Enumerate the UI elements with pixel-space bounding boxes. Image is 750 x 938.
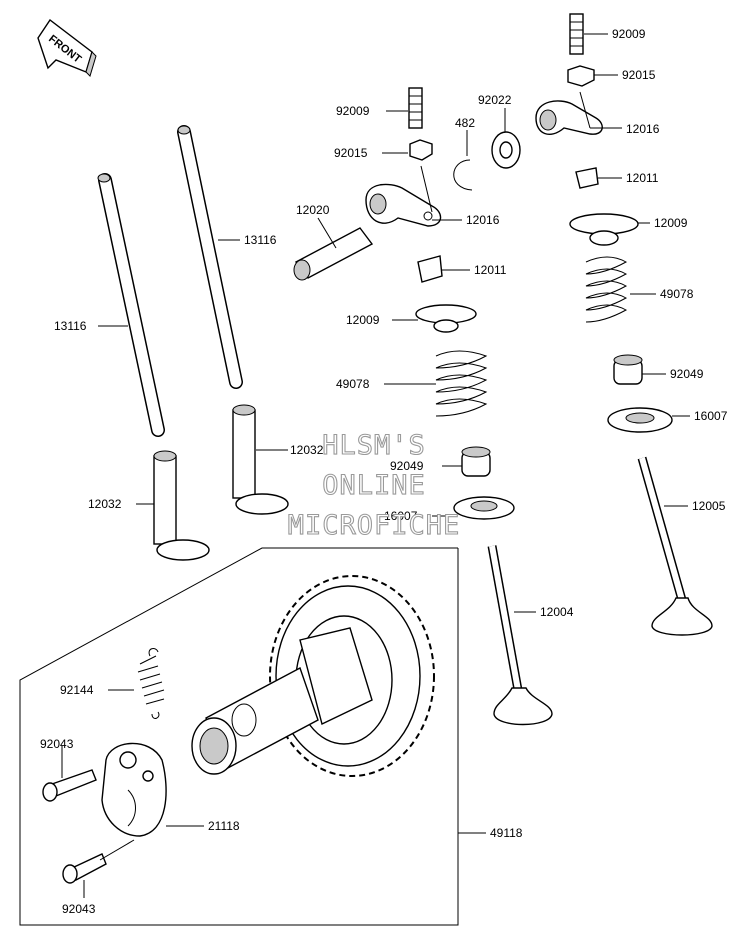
- label-12020: 12020: [296, 203, 330, 217]
- intake-valve: [487, 545, 553, 726]
- label-12009-right: 12009: [654, 216, 688, 230]
- adjusting-screw-mid: [408, 87, 423, 129]
- label-12005: 12005: [692, 499, 726, 513]
- collet-mid: [417, 255, 443, 283]
- governor-plate: [101, 742, 167, 837]
- adjusting-screw-top: [569, 13, 584, 55]
- label-13116-right: 13116: [244, 233, 277, 247]
- spring-seat-right: [607, 407, 673, 433]
- label-92015-top: 92015: [622, 68, 656, 82]
- spring-retainer-right: [569, 213, 639, 246]
- label-16007-mid: 16007: [384, 509, 418, 523]
- bolt-top: [42, 769, 97, 802]
- spring-retainer-mid: [415, 304, 477, 333]
- thrust-washer: [491, 131, 521, 169]
- label-92049-right: 92049: [670, 367, 704, 381]
- label-92009-mid: 92009: [336, 104, 370, 118]
- part-labels: 92009 92015 92022 482 12016 92009 92015 …: [40, 27, 728, 916]
- label-92043-bottom: 92043: [62, 902, 96, 916]
- label-13116-left: 13116: [54, 319, 87, 333]
- bolt-bottom: [62, 853, 107, 884]
- front-arrow-badge: FRONT: [37, 18, 97, 77]
- label-92049-mid: 92049: [390, 459, 424, 473]
- collet-top: [575, 167, 599, 189]
- label-92144: 92144: [60, 683, 94, 697]
- tappet-right: [232, 404, 289, 515]
- push-rod-left: [97, 173, 165, 437]
- valve-spring-right: [585, 256, 628, 323]
- label-12016-top: 12016: [626, 122, 660, 136]
- label-12004: 12004: [540, 605, 574, 619]
- label-49078-mid: 49078: [336, 377, 370, 391]
- label-92022: 92022: [478, 93, 512, 107]
- watermark: HLSM'S ONLINE MICROFICHE: [287, 429, 461, 541]
- watermark-line-3: MICROFICHE: [288, 510, 461, 541]
- lock-nut-mid: [409, 139, 433, 161]
- leader-lines: [61, 33, 690, 898]
- push-rod-right: [177, 125, 243, 389]
- watermark-line-2: ONLINE: [322, 470, 426, 501]
- label-16007-right: 16007: [694, 409, 728, 423]
- stem-seal-right: [613, 354, 643, 385]
- label-12032-right: 12032: [290, 443, 324, 457]
- tappet-left: [153, 450, 210, 561]
- camshaft-assembly-frame: [19, 547, 459, 926]
- stem-seal-mid: [461, 446, 491, 477]
- watermark-line-1: HLSM'S: [322, 430, 426, 461]
- exhaust-valve: [637, 456, 713, 636]
- lock-nut-top: [567, 65, 595, 87]
- governor-spring: [137, 648, 165, 719]
- rocker-shaft: [293, 227, 374, 281]
- rocker-arm-top: [535, 100, 603, 136]
- spring-seat-mid: [453, 496, 515, 520]
- camshaft-body: [191, 627, 373, 775]
- label-12032-left: 12032: [88, 497, 122, 511]
- label-12009-mid: 12009: [346, 313, 380, 327]
- label-482: 482: [455, 116, 475, 130]
- label-92043-top: 92043: [40, 737, 74, 751]
- valve-spring-mid: [435, 350, 488, 417]
- label-49078-right: 49078: [660, 287, 694, 301]
- label-12016-mid: 12016: [466, 213, 500, 227]
- label-12011-top: 12011: [626, 171, 659, 185]
- rocker-arm-mid: [365, 183, 442, 227]
- circlip: [453, 159, 473, 191]
- label-21118: 21118: [208, 819, 240, 833]
- label-92015-mid: 92015: [334, 146, 368, 160]
- label-12011-mid: 12011: [474, 263, 507, 277]
- label-92009-top: 92009: [612, 27, 646, 41]
- label-49118: 49118: [490, 826, 523, 840]
